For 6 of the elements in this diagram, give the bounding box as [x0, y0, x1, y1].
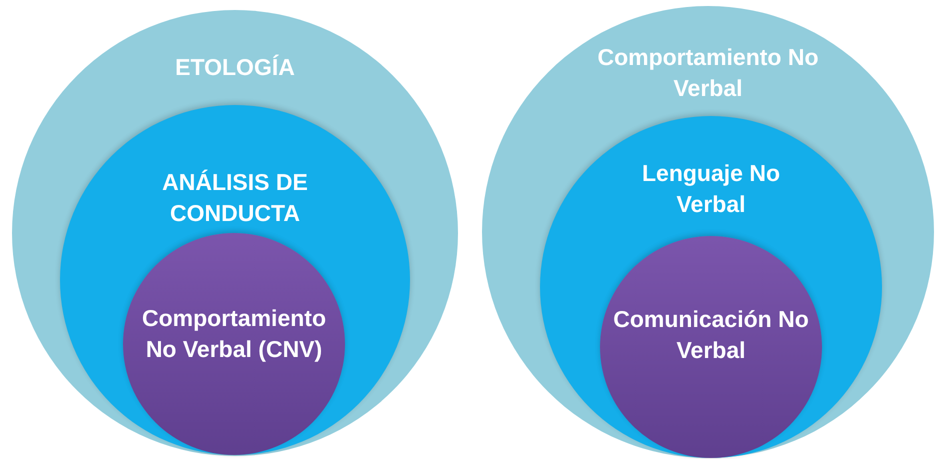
circle-label: Comunicación No Verbal [612, 305, 810, 366]
circle-label: ETOLOGÍA [174, 53, 296, 82]
circle-label: Comportamiento No Verbal (CNV) [141, 304, 327, 364]
circle-label: ANÁLISIS DE CONDUCTA [161, 168, 309, 228]
circle-label: Lenguaje No Verbal [640, 159, 781, 220]
circle-label: Comportamiento No Verbal [596, 43, 820, 104]
